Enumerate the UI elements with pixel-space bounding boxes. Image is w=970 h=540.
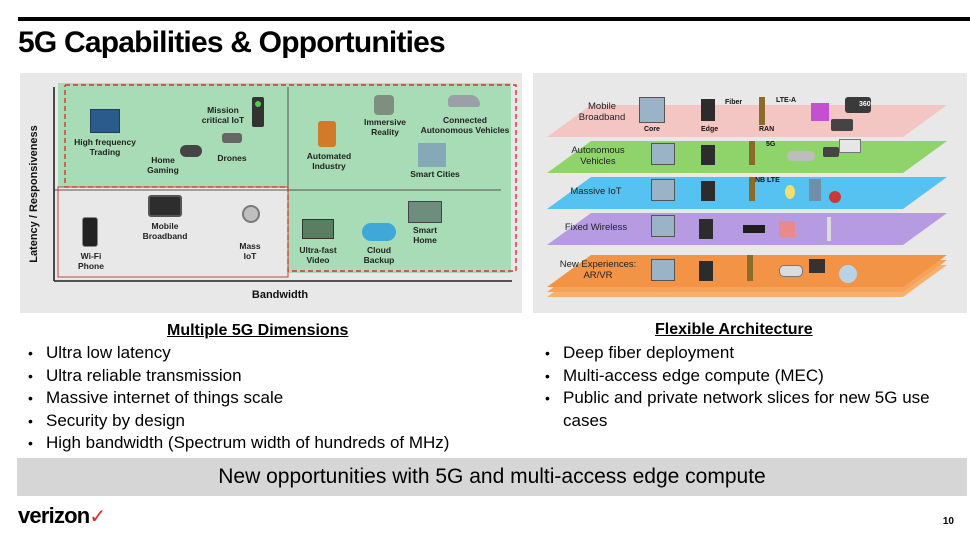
tag-lte-a: LTE-A — [776, 97, 797, 104]
tag-fiber: Fiber — [725, 99, 743, 106]
iot-edge-icon — [701, 181, 715, 201]
item-home-gaming: Home Gaming — [147, 155, 179, 175]
left-bullet: Security by design — [20, 410, 530, 433]
devices-icon — [811, 103, 829, 121]
slide-title: 5G Capabilities & Opportunities — [18, 26, 446, 59]
av-tower-icon — [749, 141, 755, 165]
traffic-light-icon — [252, 97, 264, 127]
ar-edge-icon — [699, 261, 713, 281]
low-latency-quadrant — [58, 83, 288, 187]
check-mark-icon: ✓ — [89, 506, 106, 528]
globe-icon — [839, 265, 857, 283]
core-server-icon — [639, 97, 665, 123]
right-bullet: Multi-access edge compute (MEC) — [537, 365, 957, 388]
layer-label-new-experiences: New Experiences: AR/VR — [559, 259, 637, 281]
vr-headset-icon — [374, 95, 394, 115]
layer-label-mobile-broadband: Mobile Broadband — [578, 101, 626, 123]
layer-label-massive-iot: Massive IoT — [570, 186, 622, 197]
tag-nb-lte: NB LTE — [755, 177, 780, 184]
item-smart-home: Smart Home — [412, 225, 438, 245]
ar-core-icon — [651, 259, 675, 281]
item-drones: Drones — [217, 153, 247, 163]
base-quadrant-outline — [57, 186, 289, 278]
iot-sensor-icon — [829, 191, 841, 203]
phone-icon — [82, 217, 98, 247]
left-bullet: Massive internet of things scale — [20, 387, 530, 410]
drone-icon — [222, 133, 242, 143]
ar-tower-icon — [747, 255, 753, 281]
city-icon — [418, 143, 446, 167]
cloud-icon — [362, 223, 396, 241]
trading-icon — [90, 109, 120, 133]
av-edge-icon — [701, 145, 715, 165]
wind-turbine-icon — [827, 217, 831, 241]
item-smart-cities: Smart Cities — [410, 169, 460, 179]
item-ultra-video: Ultra-fast Video — [299, 245, 337, 265]
left-bullet: High bandwidth (Spectrum width of hundre… — [20, 432, 530, 455]
left-bullet: Ultra low latency — [20, 342, 530, 365]
item-mobile-bb: Mobile Broadband — [142, 221, 188, 241]
tag-ran: RAN — [759, 126, 775, 133]
item-hft: High frequency Trading — [74, 137, 136, 157]
iot-tower-icon — [749, 177, 755, 201]
item-automated: Automated Industry — [306, 151, 352, 171]
y-axis-label: Latency / Responsiveness — [28, 125, 40, 263]
house-icon — [408, 201, 442, 223]
tag-edge: Edge — [701, 126, 719, 133]
ar-tablet-icon — [809, 259, 825, 273]
fw-core-icon — [651, 215, 675, 237]
architecture-diagram: Mobile Broadband Autonomous Vehicles Mas… — [533, 73, 967, 313]
gamepad-icon — [180, 145, 202, 157]
item-mass-iot: Mass IoT — [239, 241, 261, 261]
capabilities-chart: Latency / Responsiveness Bandwidth High … — [20, 73, 522, 313]
title-rule — [18, 17, 970, 21]
truck-icon — [839, 139, 861, 153]
fw-edge-icon — [699, 219, 713, 239]
right-bullet-list: Deep fiber deployment Multi-access edge … — [537, 342, 957, 432]
storefront-icon — [779, 221, 795, 237]
tower-icon — [759, 97, 765, 125]
robot-arm-icon — [318, 121, 336, 147]
edge-server-icon — [701, 99, 715, 121]
x-axis-label: Bandwidth — [251, 289, 309, 301]
car-layer-icon — [787, 151, 815, 161]
layer-label-autonomous: Autonomous Vehicles — [571, 145, 625, 167]
building-icon — [809, 179, 821, 201]
video-icon — [302, 219, 334, 239]
left-bullet: Ultra reliable transmission — [20, 365, 530, 388]
item-mission: Mission critical IoT — [201, 105, 245, 125]
layer-label-fixed-wireless: Fixed Wireless — [564, 222, 628, 233]
tablet-icon — [148, 195, 182, 217]
tag-5g: 5G — [766, 141, 776, 148]
right-bullet: Public and private network slices for ne… — [537, 387, 957, 432]
vr-goggles-icon — [779, 265, 803, 277]
opportunity-banner: New opportunities with 5G and multi-acce… — [17, 458, 967, 496]
car-icon — [448, 95, 480, 107]
watch-icon — [831, 119, 853, 131]
vr-360-icon — [845, 97, 871, 113]
verizon-logo: verizon✓ — [18, 503, 106, 529]
item-wifi-phone: Wi-Fi Phone — [78, 251, 104, 271]
bulb-icon — [785, 185, 795, 199]
tag-360: 360 — [859, 101, 871, 108]
item-cloud: Cloud Backup — [363, 245, 395, 265]
right-column-heading: Flexible Architecture — [655, 321, 813, 338]
item-connected: Connected Autonomous Vehicles — [420, 115, 510, 135]
left-column-heading: Multiple 5G Dimensions — [167, 322, 349, 339]
sensor-icon — [242, 205, 260, 223]
left-bullet-list: Ultra low latency Ultra reliable transmi… — [20, 342, 530, 455]
right-bullet: Deep fiber deployment — [537, 342, 957, 365]
iot-core-icon — [651, 179, 675, 201]
item-immersive: Immersive Reality — [363, 117, 407, 137]
router-icon — [743, 225, 765, 233]
drone-layer-icon — [823, 147, 839, 157]
av-core-icon — [651, 143, 675, 165]
page-number: 10 — [942, 516, 954, 527]
tag-core: Core — [644, 126, 660, 133]
logo-wordmark: verizon — [18, 503, 90, 528]
